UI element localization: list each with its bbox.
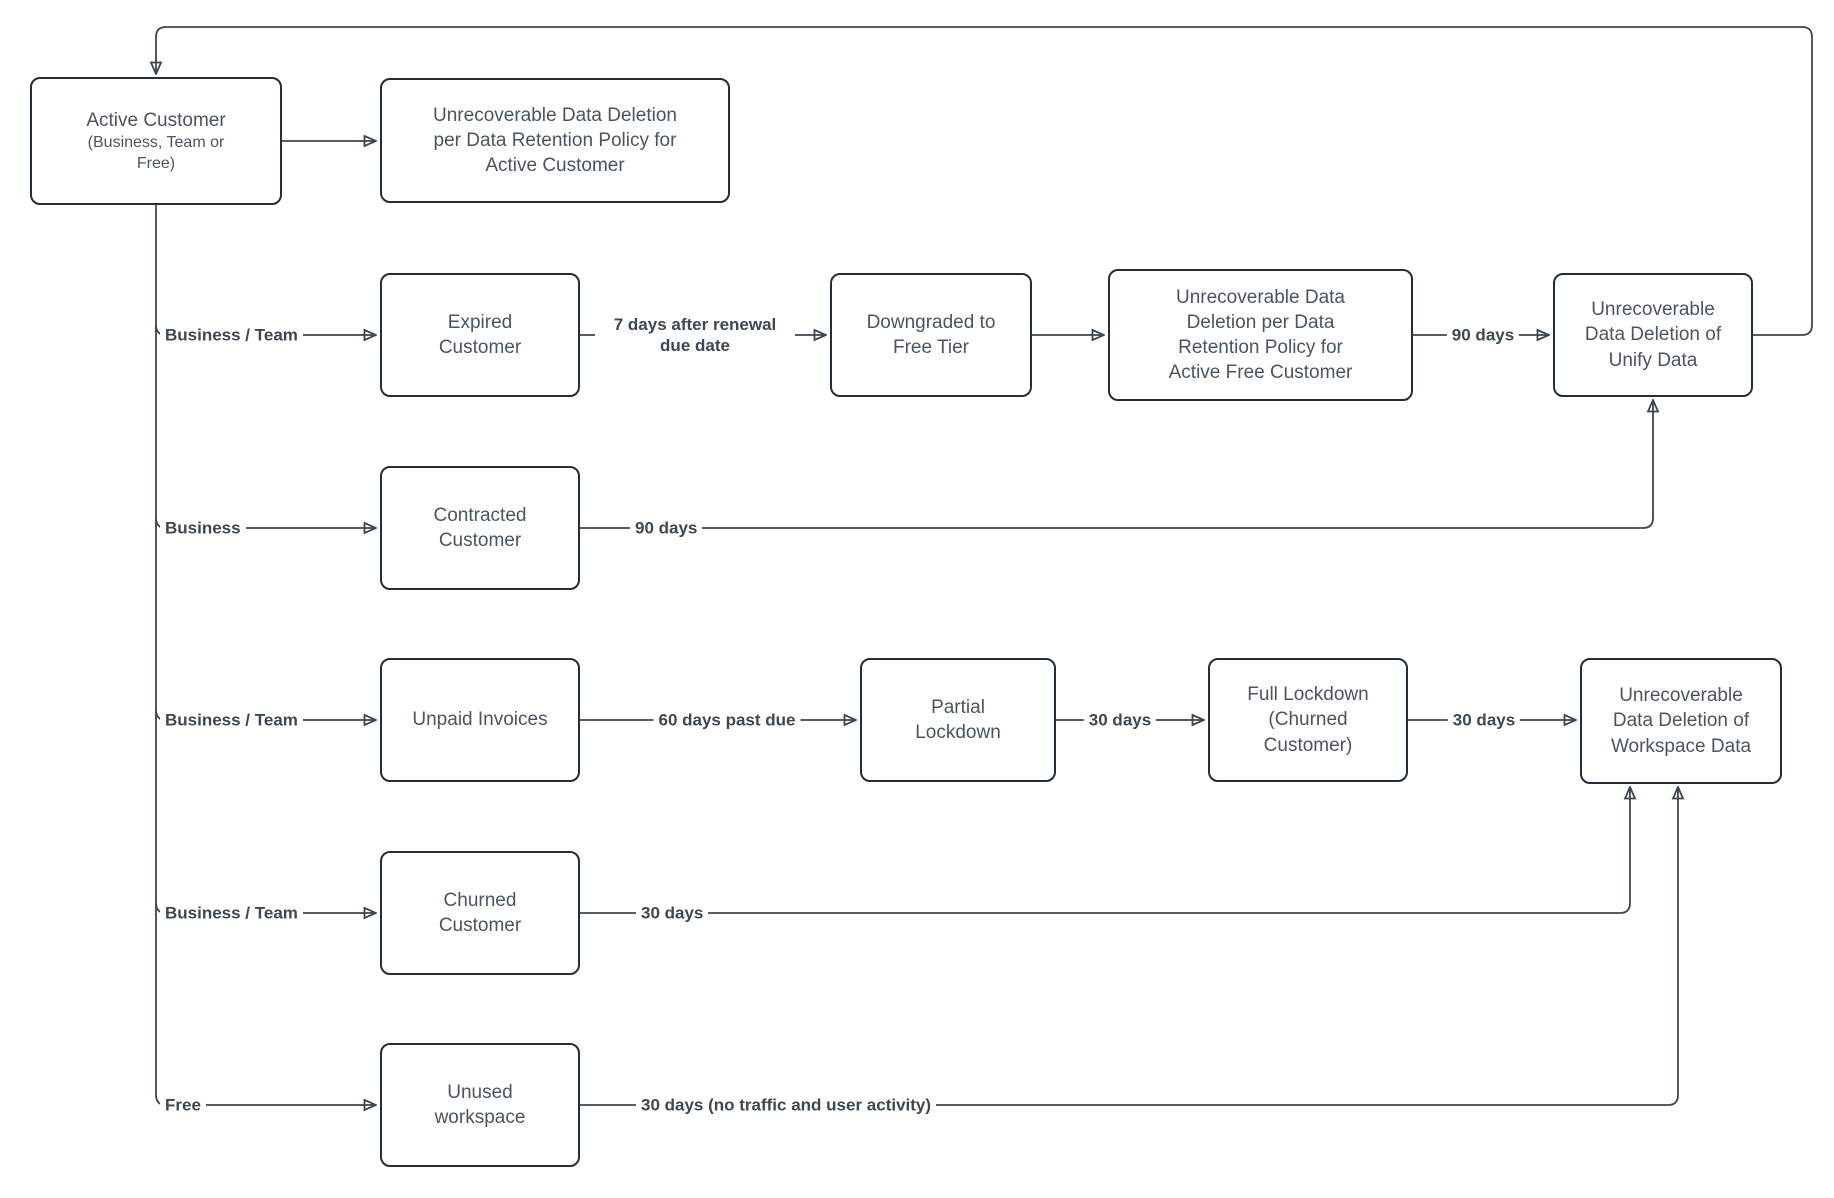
edge-label-30-days-partial-full: 30 days [1083,709,1157,731]
node-unused-workspace: Unused workspace [380,1043,580,1167]
node-contracted-customer: Contracted Customer [380,466,580,590]
edge-unused-to-workspace-deletion [580,787,1678,1106]
edge-label-business-team-expired: Business / Team [160,324,303,346]
edge-label-30-days-no-traffic: 30 days (no traffic and user activity) [636,1094,937,1116]
node-churned-customer: Churned Customer [380,851,580,975]
node-active-customer: Active Customer (Business, Team or Free) [30,77,282,205]
edge-label-60-days-past-due: 60 days past due [653,709,801,731]
node-deletion-active-customer: Unrecoverable Data Deletion per Data Ret… [380,78,730,203]
edge-contracted-to-unify [580,400,1653,529]
node-subtitle: (Business, Team or [87,133,225,151]
node-partial-lockdown: Partial Lockdown [860,658,1056,782]
node-deletion-active-free-customer: Unrecoverable Data Deletion per Data Ret… [1108,269,1413,401]
edge-label-free-unused: Free [160,1094,206,1116]
node-deletion-unify-data: Unrecoverable Data Deletion of Unify Dat… [1553,273,1753,397]
edge-label-business-team-unpaid: Business / Team [160,709,303,731]
edge-label-90-days-to-unify: 90 days [1446,324,1520,346]
edge-label-business-contracted: Business [160,517,246,539]
node-subtitle: Free) [136,154,176,172]
edge-label-30-days-churned: 30 days [636,902,709,924]
edge-churned-to-workspace-deletion [580,787,1630,914]
edge-label-7-days-after-renewal: 7 days after renewal due date [595,313,795,357]
node-unpaid-invoices: Unpaid Invoices [380,658,580,782]
edge-label-90-days-contracted: 90 days [630,517,703,539]
node-expired-customer: Expired Customer [380,273,580,397]
node-downgraded-free-tier: Downgraded to Free Tier [830,273,1032,397]
edge-label-30-days-full-workspace: 30 days [1447,709,1521,731]
edge-label-business-team-churned: Business / Team [160,902,303,924]
node-deletion-workspace-data: Unrecoverable Data Deletion of Workspace… [1580,658,1782,784]
node-title: Active Customer [86,109,226,131]
node-full-lockdown: Full Lockdown (Churned Customer) [1208,658,1408,782]
edge-unify-deletion-loop-to-active [156,26,1813,336]
